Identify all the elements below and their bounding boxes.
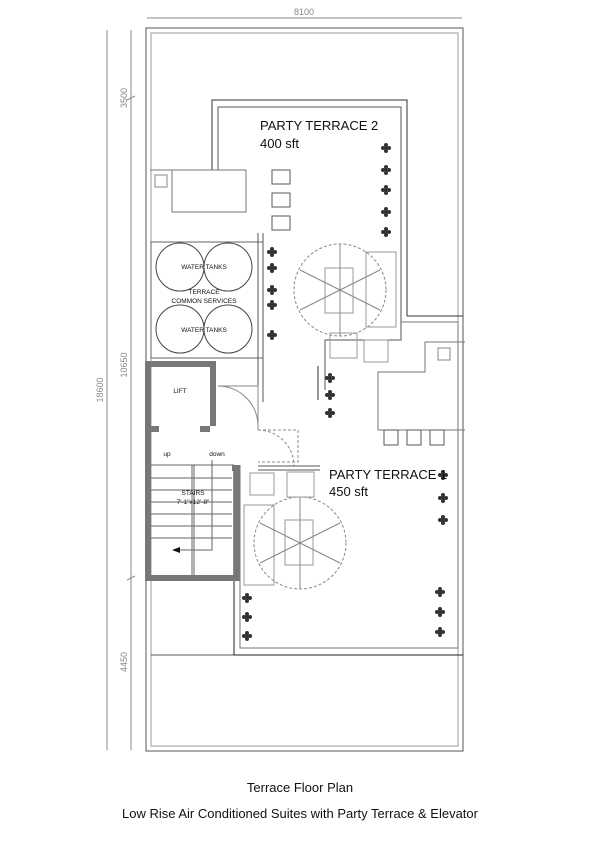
dimension-lines — [106, 17, 462, 750]
plant-icon — [325, 408, 335, 418]
terrace1-area: 450 sft — [329, 484, 368, 499]
plan-title: Terrace Floor Plan — [246, 780, 354, 795]
plant-icon — [435, 587, 445, 597]
dim-top-depth: 3500 — [119, 88, 129, 108]
down-label: down — [209, 451, 225, 458]
walls — [145, 27, 465, 752]
plant-icon — [381, 165, 391, 175]
plant-icon — [438, 470, 448, 480]
dim-middle-depth: 10650 — [119, 352, 129, 377]
plant-icon — [242, 593, 252, 603]
plant-icon — [267, 330, 277, 340]
plant-icon — [381, 143, 391, 153]
inner-boundary — [150, 32, 459, 747]
plant-icon — [381, 185, 391, 195]
plants — [242, 143, 448, 641]
plant-icon — [435, 607, 445, 617]
terrace1-name: PARTY TERRACE 1 — [329, 467, 447, 482]
plant-icon — [267, 263, 277, 273]
up-label: up — [163, 451, 171, 458]
water-tanks — [155, 242, 253, 354]
water-tanks-bottom-label: WATER TANKS — [181, 327, 227, 334]
plant-icon — [325, 373, 335, 383]
plant-icon — [267, 285, 277, 295]
core — [145, 361, 240, 581]
terrace2-area: 400 sft — [260, 136, 299, 151]
stairs-label: STAIRS — [182, 490, 206, 497]
plant-icon — [242, 612, 252, 622]
services-label-2: COMMON SERVICES — [172, 298, 238, 305]
water-tanks-top-label: WATER TANKS — [181, 264, 227, 271]
plant-icon — [267, 247, 277, 257]
plant-icon — [267, 300, 277, 310]
services-label-1: TERRACE — [188, 289, 220, 296]
lift-label: LIFT — [173, 388, 186, 395]
plant-icon — [242, 631, 252, 641]
plant-icon — [325, 390, 335, 400]
plant-icon — [435, 627, 445, 637]
dim-width: 8100 — [294, 7, 314, 17]
plant-icon — [438, 493, 448, 503]
plan-subtitle: Low Rise Air Conditioned Suites with Par… — [122, 806, 478, 821]
plant-icon — [438, 515, 448, 525]
terrace2-name: PARTY TERRACE 2 — [260, 118, 378, 133]
dim-bottom-depth: 4450 — [119, 652, 129, 672]
dim-total-depth: 18600 — [95, 377, 105, 402]
plant-icon — [381, 227, 391, 237]
plant-icon — [381, 207, 391, 217]
stairs-size-label: 7'-1"x12'-8" — [177, 499, 210, 506]
outer-boundary — [145, 27, 464, 752]
